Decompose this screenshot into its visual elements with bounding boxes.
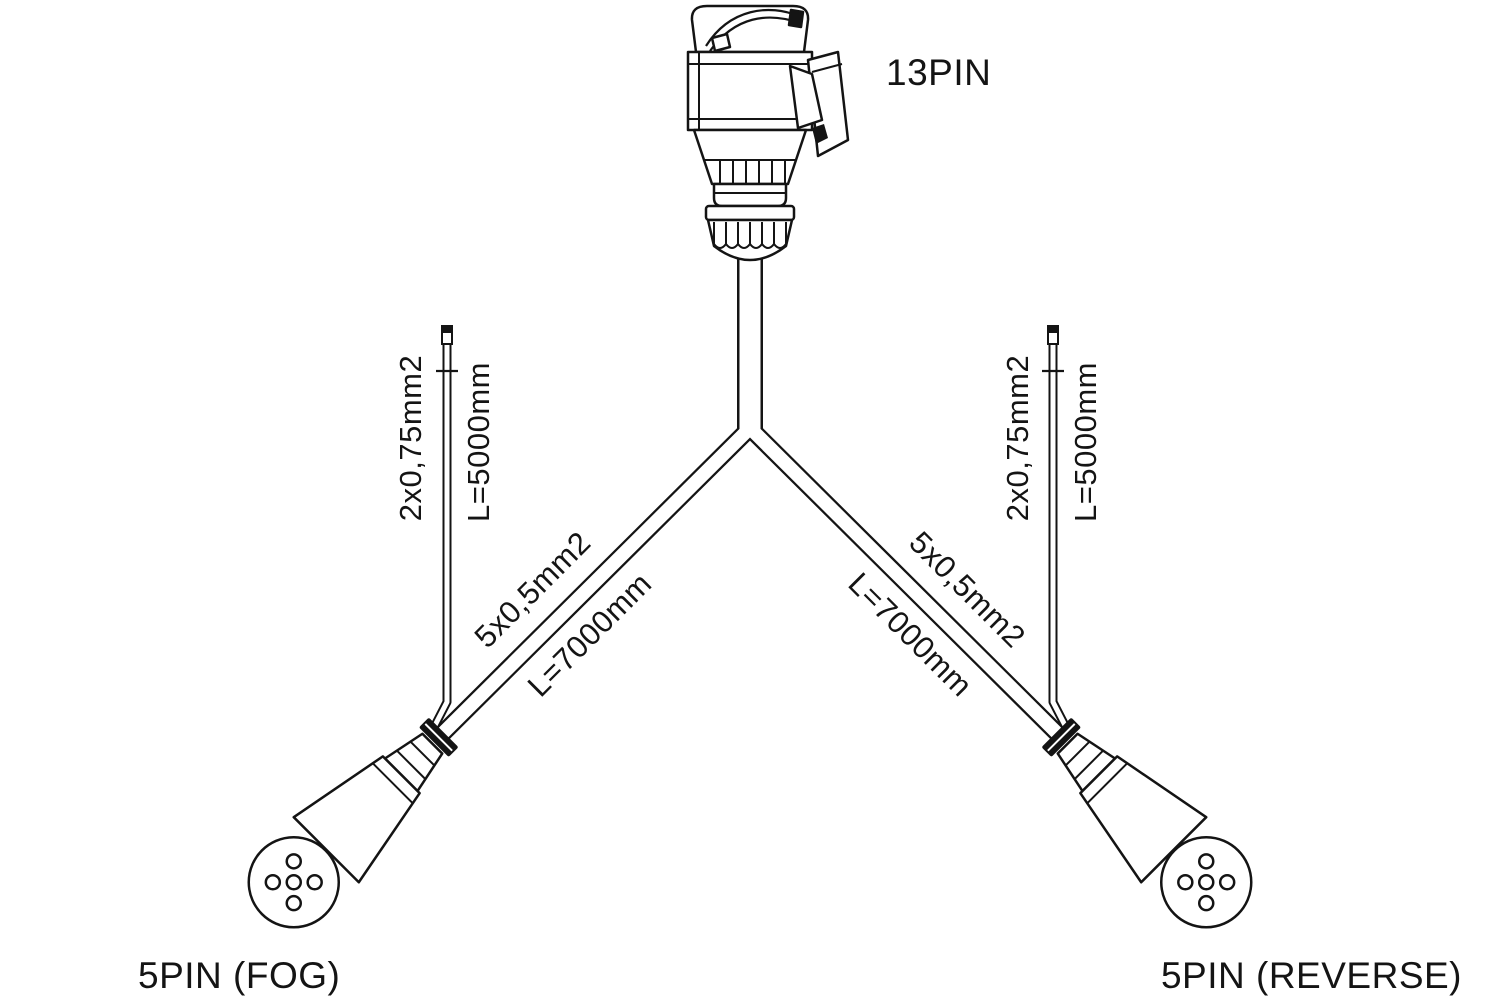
reverse-body bbox=[1079, 755, 1208, 884]
label-5pin-reverse: 5PIN (REVERSE) bbox=[1161, 955, 1462, 996]
fog-connector-drawing bbox=[247, 718, 458, 929]
label-5pin-fog: 5PIN (FOG) bbox=[138, 955, 340, 996]
label-left-wire-length: L=5000mm bbox=[461, 362, 496, 522]
main-cable bbox=[431, 256, 1069, 745]
13pin-connector-drawing bbox=[686, 4, 850, 262]
label-13pin: 13PIN bbox=[886, 52, 991, 93]
right-aux-wire bbox=[1042, 325, 1075, 738]
label-right-wire-spec: 2x0,75mm2 bbox=[1000, 355, 1035, 521]
13pin-lever-hinge bbox=[710, 32, 732, 53]
13pin-socket-wedge bbox=[788, 64, 824, 130]
13pin-lever-tip bbox=[787, 8, 805, 29]
left-aux-wire bbox=[425, 325, 458, 738]
fog-body bbox=[292, 755, 421, 884]
13pin-taper bbox=[692, 128, 808, 186]
13pin-gland-ring bbox=[704, 204, 796, 222]
reverse-connector-drawing bbox=[1042, 718, 1253, 929]
label-right-wire-length: L=5000mm bbox=[1068, 362, 1103, 522]
label-left-wire-spec: 2x0,75mm2 bbox=[393, 355, 428, 521]
13pin-neck bbox=[712, 182, 788, 208]
